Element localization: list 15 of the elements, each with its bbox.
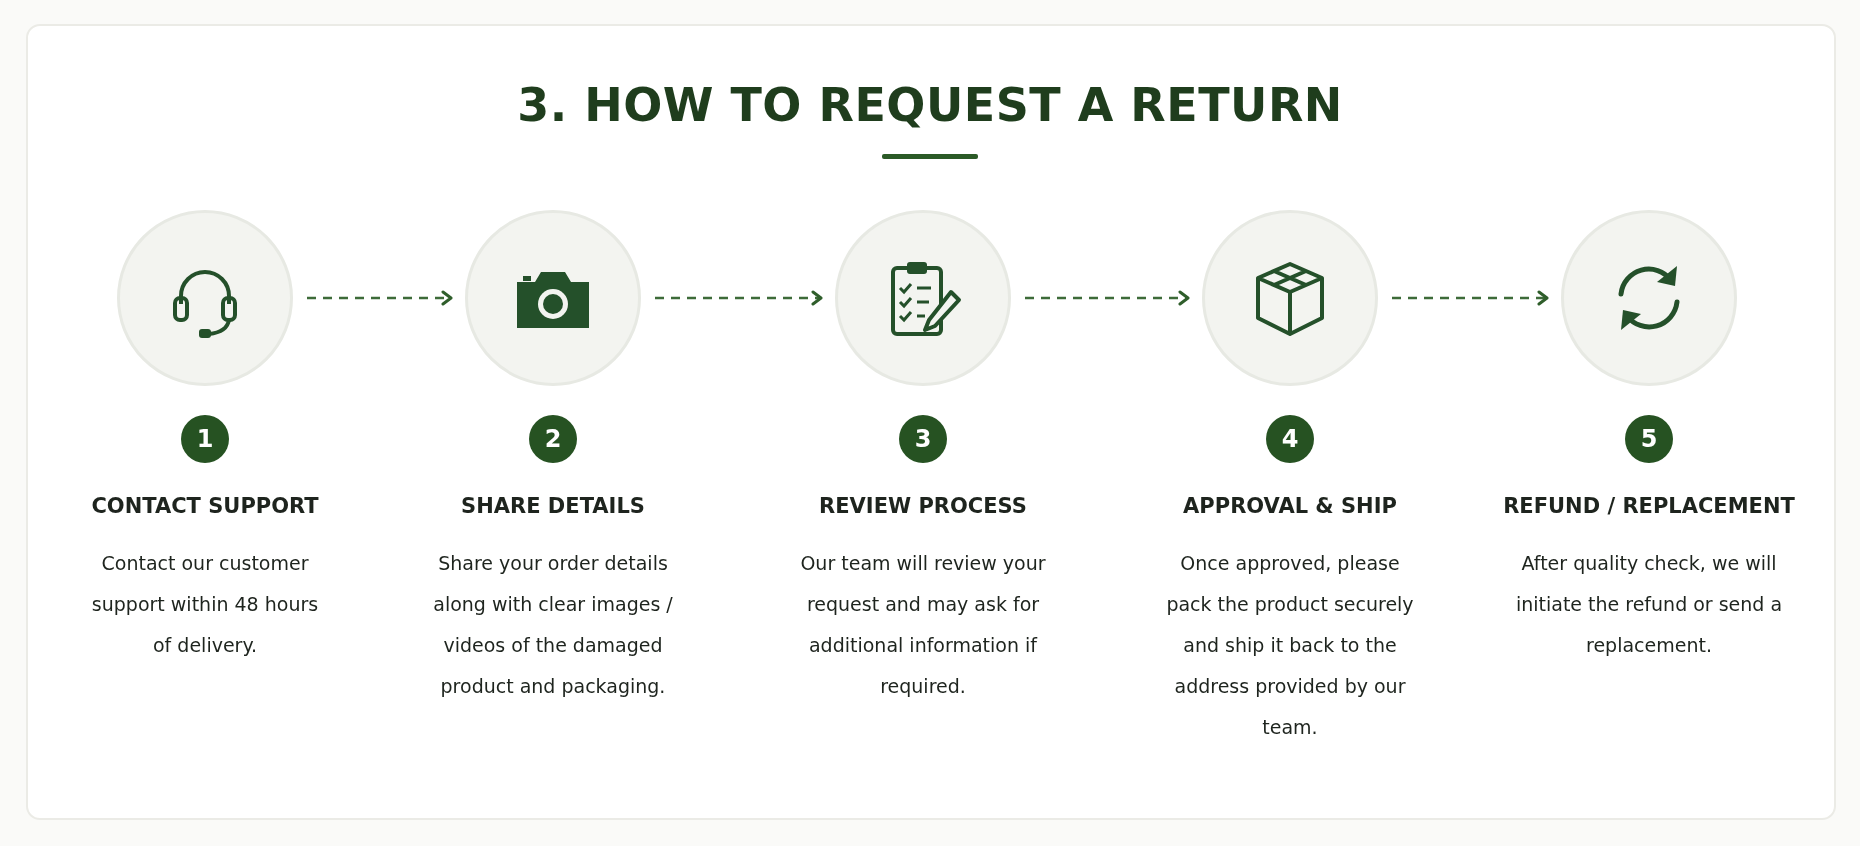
dashed-arrow	[655, 290, 823, 306]
step-heading: CONTACT SUPPORT	[90, 494, 320, 518]
step-description: After quality check, we will initiate the refund or send a replacement.	[1514, 551, 1784, 658]
step-description: Contact our customer support within 48 hours of delivery.	[90, 551, 320, 658]
dashed-arrow	[307, 290, 453, 306]
step-description: Share your order details along with clear images / videos of the damaged product and packaging.	[432, 551, 674, 699]
dashed-arrow	[1025, 290, 1190, 306]
step-heading: SHARE DETAILS	[460, 494, 646, 518]
step-description: Our team will review your request and may ask for additional information if required.	[799, 551, 1047, 699]
step-heading: REFUND / REPLACEMENT	[1502, 494, 1796, 518]
step-heading: REVIEW PROCESS	[818, 494, 1028, 518]
step-heading: APPROVAL & SHIP	[1182, 494, 1398, 518]
step-description: Once approved, please pack the product securely and ship it back to the address provided by our team.	[1165, 551, 1415, 740]
title: 3. HOW TO REQUEST A RETURN	[516, 78, 1344, 132]
dashed-arrow	[1392, 290, 1549, 306]
